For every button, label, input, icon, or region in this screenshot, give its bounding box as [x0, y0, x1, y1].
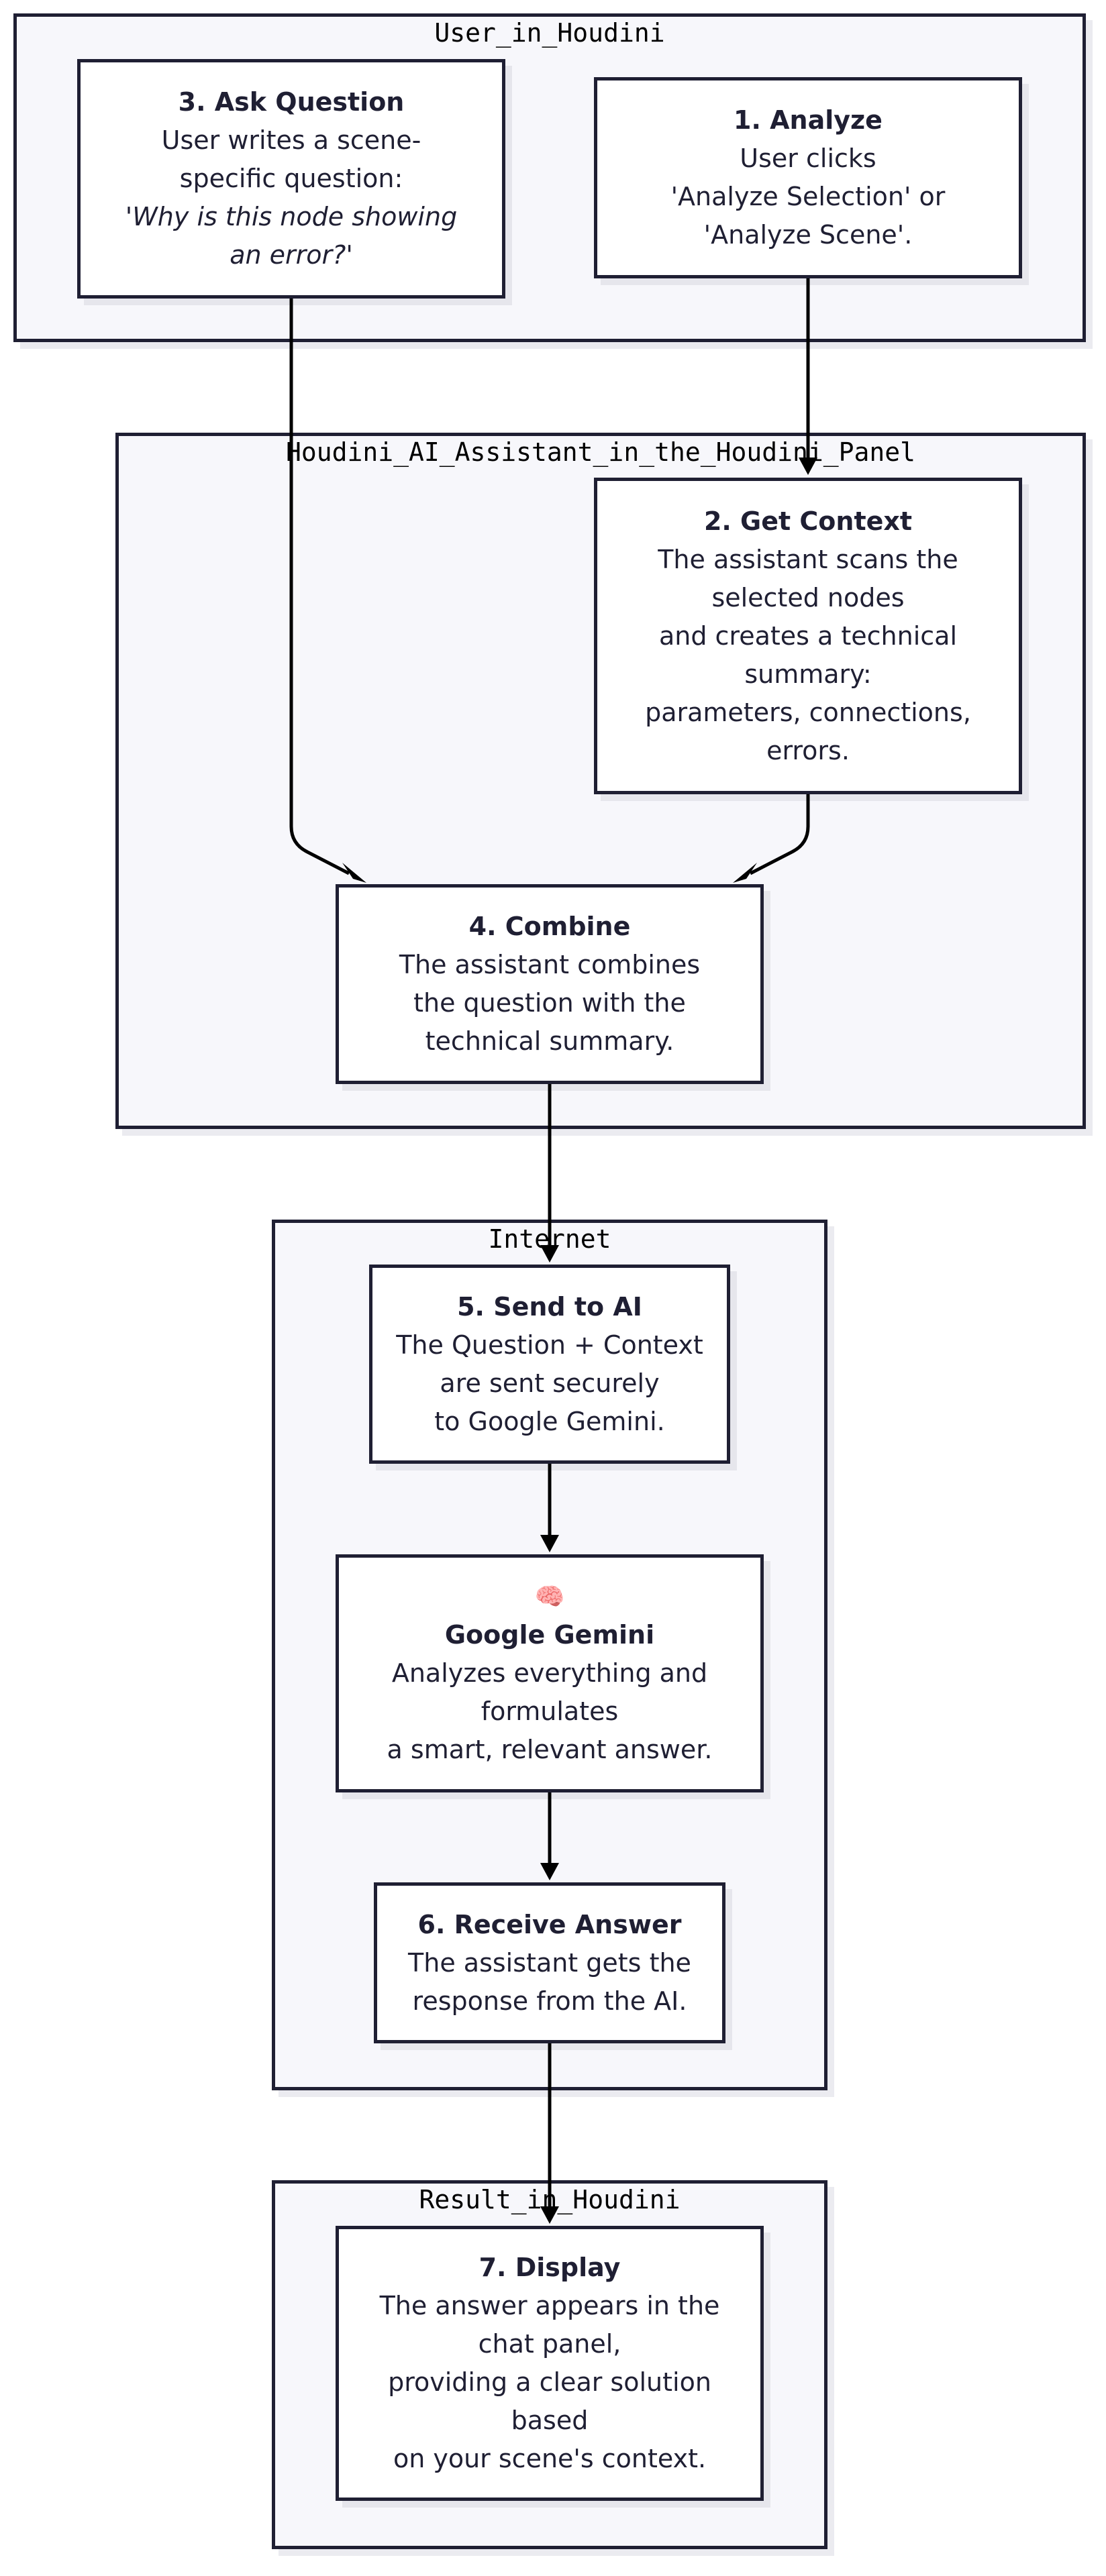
node-text-line: based — [511, 2406, 589, 2435]
arrowhead-google-gemini-to-receive-answer — [540, 1863, 559, 1880]
node-text-line: technical summary. — [425, 1026, 674, 1056]
node-text-line: The answer appears in the — [379, 2291, 720, 2320]
node-text-line: 'Analyze Selection' or — [670, 182, 946, 211]
node-text-line: to Google Gemini. — [434, 1406, 665, 1436]
node-title: 1. Analyze — [734, 105, 883, 135]
brain-icon: 🧠 — [534, 1583, 565, 1611]
node-text-line: selected nodes — [711, 582, 905, 612]
node-ask-question: 3. Ask Question User writes a scene- spe… — [77, 59, 505, 299]
arrowhead-ask-question-to-combine — [342, 863, 366, 883]
node-text-line: summary: — [744, 659, 872, 689]
node-title: 3. Ask Question — [178, 87, 405, 117]
arrowhead-get-context-to-combine — [733, 863, 757, 883]
arrowhead-send-to-ai-to-google-gemini — [540, 1535, 559, 1552]
node-title: Google Gemini — [444, 1620, 655, 1650]
node-text-line: The assistant combines — [399, 950, 701, 979]
node-title: 5. Send to AI — [457, 1291, 642, 1322]
node-title: 4. Combine — [468, 912, 631, 941]
arrowhead-analyze-to-get-context — [799, 458, 817, 475]
node-title: 2. Get Context — [703, 506, 913, 536]
node-analyze: 1. Analyze User clicks 'Analyze Selectio… — [594, 77, 1022, 278]
node-text-line: formulates — [481, 1697, 619, 1726]
node-display: 7. Display The answer appears in the cha… — [336, 2226, 764, 2501]
node-text-line: The assistant scans the — [658, 544, 958, 574]
node-receive-answer: 6. Receive Answer The assistant gets the… — [374, 1882, 725, 2043]
node-combine: 4. Combine The assistant combines the qu… — [336, 884, 764, 1084]
node-text-line: chat panel, — [478, 2329, 621, 2359]
arrowhead-combine-to-send-to-ai — [540, 1245, 559, 1263]
node-text-line: on your scene's context. — [393, 2444, 707, 2473]
node-text-line: User clicks — [740, 144, 876, 173]
node-text-line: are sent securely — [440, 1368, 660, 1398]
node-title: 7. Display — [479, 2253, 621, 2282]
node-text-line: errors. — [766, 735, 850, 765]
arrowhead-receive-answer-to-display — [540, 2206, 559, 2224]
node-text-line: specific question: — [179, 164, 403, 193]
node-text-line: The Question + Context — [396, 1330, 703, 1360]
node-title: 6. Receive Answer — [417, 1909, 682, 1939]
node-text-line: an error?' — [230, 240, 353, 270]
node-text-line: providing a clear solution — [388, 2367, 711, 2397]
node-text-line: 'Analyze Scene'. — [703, 220, 913, 250]
node-get-context: 2. Get Context The assistant scans the s… — [594, 478, 1022, 794]
edge-get-context-to-combine — [749, 794, 810, 875]
node-text-line: 'Why is this node showing — [125, 202, 458, 231]
node-text-line: User writes a scene- — [161, 125, 421, 155]
node-text-line: the question with the — [413, 988, 686, 1018]
node-text-line: parameters, connections, — [645, 697, 971, 727]
node-text-line: a smart, relevant answer. — [387, 1735, 713, 1764]
node-text-line: Analyzes everything and — [391, 1658, 708, 1688]
node-google-gemini: 🧠 Google Gemini Analyzes everything and … — [336, 1554, 764, 1792]
node-text-line: and creates a technical — [658, 621, 958, 651]
node-send-to-ai: 5. Send to AI The Question + Context are… — [369, 1265, 730, 1464]
node-text-line: The assistant gets the — [408, 1947, 691, 1978]
cluster-label: User_in_Houdini — [434, 18, 665, 48]
node-text-line: response from the AI. — [412, 1986, 687, 2016]
edge-ask-question-to-combine — [289, 299, 350, 875]
